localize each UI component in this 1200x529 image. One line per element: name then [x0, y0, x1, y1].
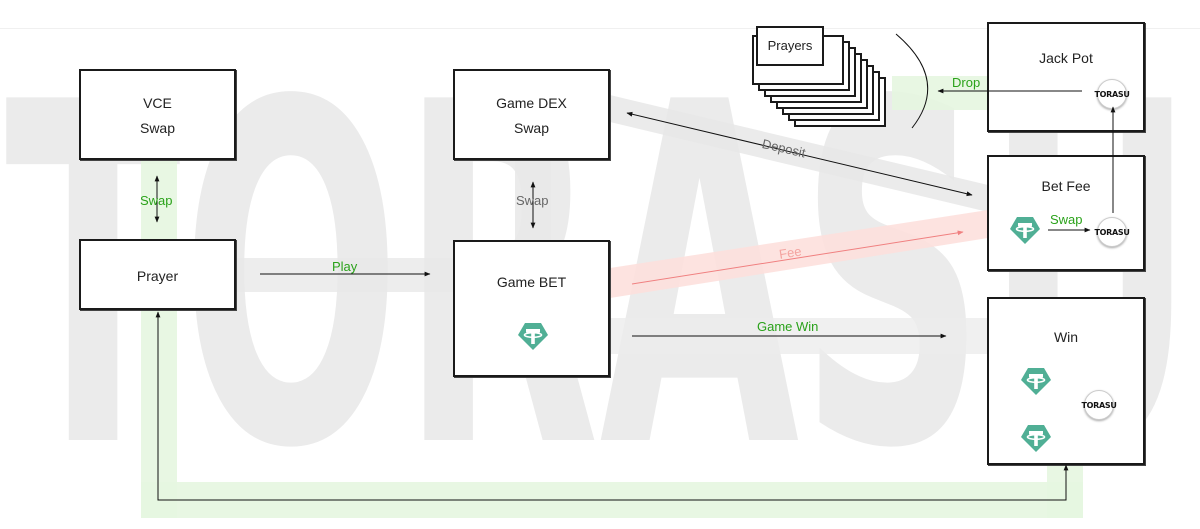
- torasu-coin-icon: TORASU: [1094, 217, 1130, 247]
- bet-fee-swap-label: Swap: [1050, 212, 1083, 227]
- prayer-title: Prayer: [136, 268, 179, 284]
- bet-fee-node: Bet Fee Swap TORASU: [987, 155, 1145, 271]
- tether-icon: [518, 323, 548, 350]
- dex-swap-label: Swap: [516, 193, 549, 208]
- return-band-bottom: [141, 482, 1083, 518]
- play-label: Play: [332, 259, 358, 274]
- drop-label: Drop: [952, 75, 981, 90]
- vce-title: VCE: [143, 95, 172, 111]
- vce-subtitle: Swap: [139, 120, 176, 136]
- game-dex-subtitle: Swap: [513, 120, 550, 136]
- torasu-coin-icon: TORASU: [1094, 79, 1130, 109]
- jack-pot-node: Jack Pot TORASU: [987, 22, 1145, 132]
- vce-swap-node: VCE Swap: [79, 69, 236, 160]
- prayers-label: Prayers: [767, 38, 813, 53]
- top-divider: [0, 28, 1200, 29]
- bet-fee-title: Bet Fee: [1041, 178, 1091, 194]
- game-win-label: Game Win: [757, 319, 819, 334]
- game-bet-node: Game BET: [453, 240, 610, 377]
- jack-pot-title: Jack Pot: [1039, 50, 1093, 66]
- tether-icon: [1010, 217, 1040, 244]
- tether-icon: [1021, 425, 1051, 452]
- win-title: Win: [1053, 329, 1079, 345]
- win-node: Win TORASU: [987, 297, 1145, 465]
- tether-icon: [1021, 368, 1051, 395]
- play-band: [236, 258, 454, 292]
- game-dex-node: Game DEX Swap: [453, 69, 610, 160]
- torasu-coin-icon: TORASU: [1081, 390, 1117, 420]
- prayer-node: Prayer: [79, 239, 236, 310]
- game-bet-title: Game BET: [496, 274, 567, 290]
- game-dex-title: Game DEX: [496, 95, 567, 111]
- return-band-right: [1047, 460, 1083, 518]
- prayer-card-front: Prayers: [756, 26, 824, 66]
- vce-swap-label: Swap: [140, 193, 173, 208]
- return-band-left: [141, 160, 177, 518]
